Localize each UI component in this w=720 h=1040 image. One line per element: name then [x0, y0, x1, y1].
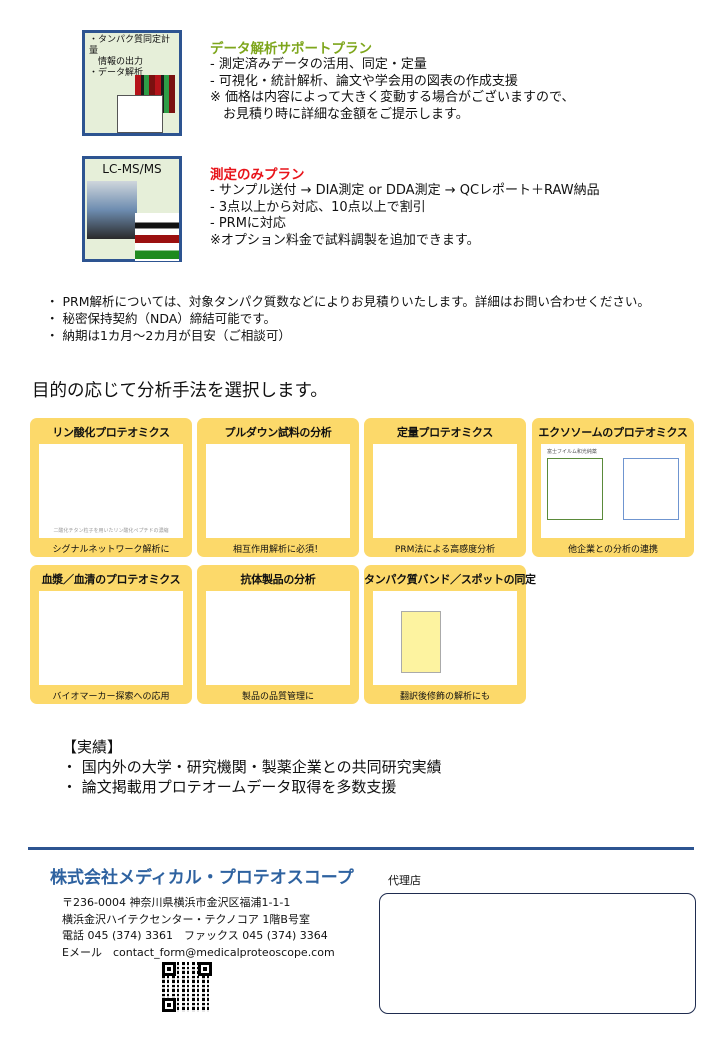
card-title: 定量プロテオミクス: [397, 426, 493, 439]
email[interactable]: Eメール contact_form@medicalproteoscope.com: [62, 945, 335, 959]
figure-box: [623, 458, 679, 520]
card-title: リン酸化プロテオミクス: [52, 426, 170, 439]
card-figure: [206, 444, 350, 538]
data-analysis-thumbnail: ・タンパク質同定計量 情報の出力 ・データ解析: [82, 30, 182, 136]
card-figure: [206, 591, 350, 685]
card-caption: シグナルネットワーク解析に: [52, 545, 170, 555]
note: ・ 秘密保持契約（NDA）締結可能です。: [46, 311, 277, 326]
card-exosome: エクソソームのプロテオミクス 富士フイルム和光純薬 他企業との分析の連携: [532, 418, 694, 557]
card-title: エクソソームのプロテオミクス: [538, 426, 688, 439]
instrument-photo: [87, 181, 137, 239]
gel-image: [401, 611, 441, 673]
card-plasma: 血漿／血清のプロテオミクス バイオマーカー探索への応用: [30, 565, 192, 704]
spectrum-image: [135, 213, 179, 261]
card-figure: [373, 591, 517, 685]
company-name: 株式会社メディカル・プロテオスコープ: [50, 868, 354, 888]
volcano-plot-image: [117, 95, 163, 133]
agent-box: [379, 893, 696, 1014]
thumb-text: ・データ解析: [89, 68, 144, 78]
results-item: ・ 国内外の大学・研究機関・製薬企業との共同研究実績: [62, 758, 442, 776]
card-caption: 翻訳後修飾の解析にも: [399, 692, 490, 702]
figure-box: [547, 458, 603, 520]
section-title: 目的の応じて分析手法を選択します。: [32, 381, 328, 401]
results-heading: 【実績】: [62, 738, 123, 756]
plan-line: - サンプル送付 → DIA測定 or DDA測定 → QCレポート＋RAW納品: [210, 183, 600, 198]
card-pulldown: プルダウン試料の分析 相互作用解析に必須！: [197, 418, 359, 557]
plan-title: データ解析サポートプラン: [210, 41, 372, 57]
card-figure: [39, 591, 183, 685]
plan-line: ※オプション料金で試料調製を追加できます。: [210, 232, 480, 248]
thumb-text: LC-MS/MS: [102, 162, 162, 176]
figure-note: 富士フイルム和光純薬: [547, 449, 597, 455]
plan-line: - PRMに対応: [210, 216, 286, 231]
plan-line: - 可視化・統計解析、論文や学会用の図表の作成支援: [210, 73, 518, 89]
plan-title: 測定のみプラン: [210, 167, 305, 183]
card-title: 血漿／血清のプロテオミクス: [41, 573, 181, 586]
plan-line: お見積り時に詳細な金額をご提示します。: [210, 106, 469, 122]
results: 【実績】 ・ 国内外の大学・研究機関・製薬企業との共同研究実績 ・ 論文掲載用プ…: [62, 737, 442, 797]
thumb-text: ・タンパク質同定計量: [89, 35, 171, 56]
card-figure: 富士フイルム和光純薬: [541, 444, 685, 538]
card-caption: 相互作用解析に必須！: [232, 545, 323, 555]
card-caption: PRM法による高感度分析: [394, 545, 496, 555]
card-title: 抗体製品の分析: [240, 573, 316, 586]
card-band-spot: タンパク質バンド／スポットの同定 翻訳後修飾の解析にも: [364, 565, 536, 704]
figure-note: 二酸化チタン粒子を用いたリン酸化ペプチドの濃縮: [53, 528, 169, 534]
card-phospho: リン酸化プロテオミクス 二酸化チタン粒子を用いたリン酸化ペプチドの濃縮 シグナル…: [30, 418, 192, 557]
plan-line: - 測定済みデータの活用、同定・定量: [210, 57, 427, 72]
card-caption: バイオマーカー探索への応用: [52, 692, 170, 702]
address-line: 横浜金沢ハイテクセンター・テクノコア 1階B号室: [62, 912, 310, 926]
address-block: 〒236-0004 神奈川県横浜市金沢区福浦1-1-1 横浜金沢ハイテクセンター…: [62, 895, 335, 961]
card-antibody: 抗体製品の分析 製品の品質管理に: [197, 565, 359, 704]
plan-line: - 3点以上から対応、10点以上で割引: [210, 199, 426, 215]
note: ・ 納期は1カ月～2カ月が目安（ご相談可）: [46, 328, 291, 343]
notes: ・ PRM解析については、対象タンパク質数などによりお見積りいたします。詳細はお…: [46, 293, 650, 344]
agent-label: 代理店: [388, 874, 421, 887]
card-title: タンパク質バンド／スポットの同定: [364, 573, 536, 586]
note: ・ PRM解析については、対象タンパク質数などによりお見積りいたします。詳細はお…: [46, 294, 650, 309]
phone-fax: 電話 045 (374) 3361 ファックス 045 (374) 3364: [62, 929, 328, 942]
lcms-thumbnail: LC-MS/MS: [82, 156, 182, 262]
results-item: ・ 論文掲載用プロテオームデータ取得を多数支援: [62, 778, 397, 796]
card-figure: 二酸化チタン粒子を用いたリン酸化ペプチドの濃縮: [39, 444, 183, 538]
address-line: 〒236-0004 神奈川県横浜市金沢区福浦1-1-1: [62, 896, 291, 909]
thumb-text: 情報の出力: [89, 57, 144, 67]
card-title: プルダウン試料の分析: [224, 426, 332, 439]
divider: [28, 847, 694, 850]
card-figure: [373, 444, 517, 538]
card-caption: 製品の品質管理に: [241, 692, 314, 702]
card-quant: 定量プロテオミクス PRM法による高感度分析: [364, 418, 526, 557]
card-caption: 他企業との分析の連携: [568, 545, 658, 555]
plan-line: ※ 価格は内容によって大きく変動する場合がございますので、: [210, 90, 575, 105]
qr-code[interactable]: [162, 962, 212, 1012]
